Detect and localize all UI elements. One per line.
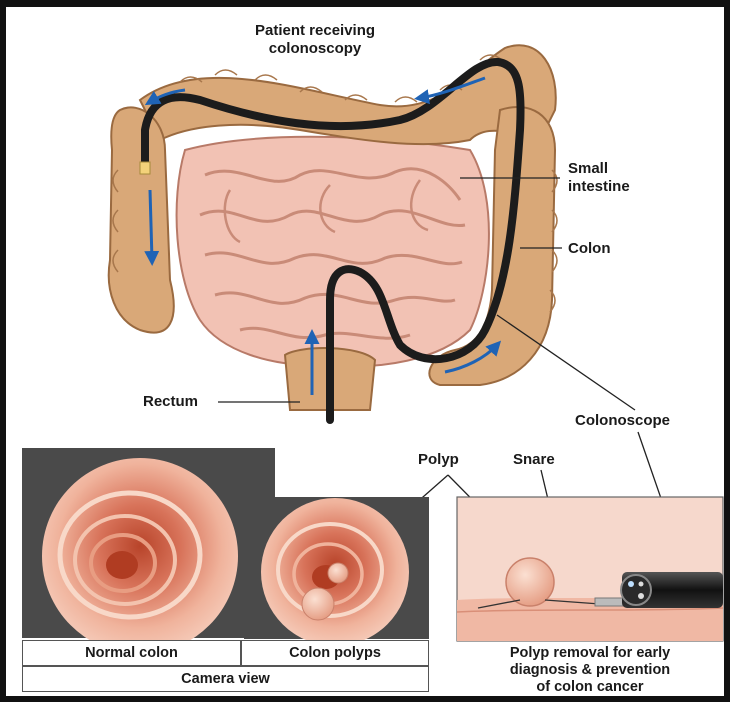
figure: Patient receiving colonoscopy Small inte…: [0, 0, 730, 702]
figure-border: [0, 0, 730, 702]
